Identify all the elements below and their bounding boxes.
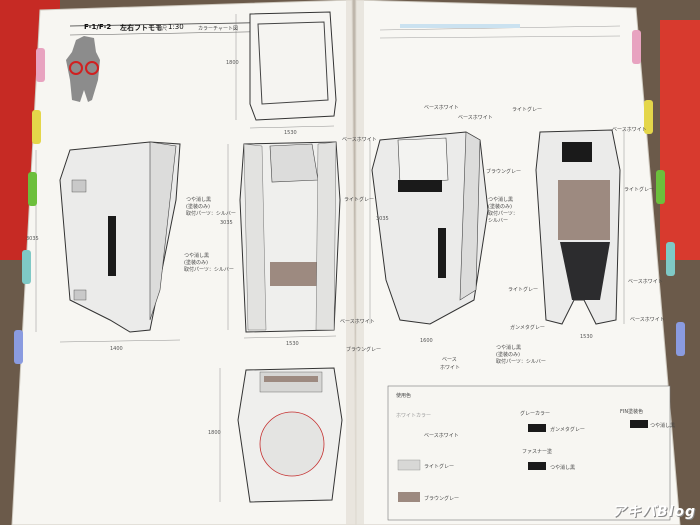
tab-blue[interactable] (14, 330, 23, 364)
tab-green[interactable] (28, 172, 37, 206)
dim-side-width: 1400 (110, 346, 123, 352)
diagram-right-side-view (369, 131, 489, 325)
callout-matte-a: つや消し黒 (186, 197, 212, 203)
dim-top-height: 1800 (226, 60, 239, 66)
callout-r-base-white-1: ベースホワイト (424, 105, 459, 111)
callout-r-base-white-7: ベースホワイト (630, 317, 665, 323)
diagram-front-view (227, 141, 341, 339)
legend-title: 使用色 (396, 393, 412, 399)
robot-silhouette-icon (66, 36, 100, 102)
page-title: 左右フトモモ (120, 24, 162, 32)
model-code: F-1/F-2 (84, 23, 112, 31)
callout-r-base-white-3: ベースホワイト (612, 127, 647, 133)
diagram-bottom-view (219, 367, 343, 503)
callout-r-base-white-2: ベースホワイト (458, 115, 493, 121)
dim-top-width: 1530 (284, 130, 297, 136)
dim-side-height: 3035 (26, 236, 39, 242)
legend-base-white: ベースホワイト (424, 433, 459, 439)
legend-fastener-header: ファスナー塗 (522, 449, 553, 455)
dim-front-width: 1530 (286, 341, 299, 347)
callout-r-matte-a3: 取付パーツ： (488, 211, 518, 217)
tab-right-pink[interactable] (632, 30, 641, 64)
legend-gray-header: グレーカラー (520, 411, 551, 417)
dim-front-height: 3035 (220, 220, 233, 226)
callout-base-white-b: ベースホワイト (340, 319, 375, 325)
tab-right-yellow[interactable] (644, 100, 653, 134)
callout-matte-a2: (塗装のみ) (186, 204, 210, 210)
callout-r-matte-a4: シルバー (488, 218, 509, 224)
callout-r-brown-gray: ブラウングレー (486, 169, 522, 175)
callout-r-light-gray-3: ライトグレー (508, 287, 539, 293)
callout-r-matte-a1: つや消し黒 (488, 197, 514, 203)
callout-r-light-gray-1: ライトグレー (512, 107, 543, 113)
callout-base-white: ベースホワイト (342, 137, 377, 143)
callout-r-light-gray-2: ライトグレー (624, 187, 655, 193)
tab-right-teal[interactable] (666, 242, 675, 276)
diagram-top-view (235, 11, 337, 129)
chart-note: カラーチャート図 (198, 26, 238, 32)
callout-matte-b2: (塗装のみ) (184, 260, 208, 266)
callout-r-base-white-4: ベース (442, 357, 457, 363)
callout-brown-gray: ブラウングレー (346, 347, 382, 353)
legend-fin-header: FIN塗装色 (620, 409, 644, 415)
dim-right-side-width: 1600 (420, 338, 433, 344)
callout-r-matte-b2: (塗装のみ) (496, 352, 520, 358)
dim-bottom-height: 1800 (208, 430, 221, 436)
callout-matte-a3: 取付パーツ：シルバー (186, 211, 236, 217)
watermark-logo: アキバBlog (611, 504, 696, 520)
tab-pink[interactable] (36, 48, 45, 82)
dim-right-front-width: 1530 (580, 334, 593, 340)
dim-right-side-height: 3035 (376, 216, 389, 222)
tab-yellow[interactable] (32, 110, 41, 144)
callout-r-base-white-6: ベースホワイト (628, 279, 663, 285)
legend-brown-gray: ブラウングレー (424, 496, 460, 502)
legend-gunmetal: ガンメタグレー (550, 427, 585, 433)
legend-matte-black: つや消し黒 (550, 465, 576, 471)
diagram-right-front-view (535, 129, 625, 325)
callout-matte-b: つや消し黒 (184, 253, 210, 259)
callout-r-base-white-5: ホワイト (440, 365, 461, 371)
diagram-left-side-view (35, 141, 181, 343)
callout-r-matte-b3: 取付パーツ：シルバー (496, 359, 546, 365)
legend-light-gray: ライトグレー (424, 464, 455, 470)
legend-white-header: ホワイトカラー (396, 413, 432, 419)
scale-label: 縮尺 (157, 26, 168, 32)
background-red-cover-right (660, 20, 700, 260)
callout-light-gray: ライトグレー (344, 197, 375, 203)
callout-r-matte-b1: つや消し黒 (496, 345, 522, 351)
tab-right-blue[interactable] (676, 322, 685, 356)
callout-matte-b3: 取付パーツ：シルバー (184, 267, 234, 273)
scale-value: 1:30 (168, 23, 184, 31)
legend-matte-black-fin: つや消し黒 (650, 423, 676, 429)
tab-teal[interactable] (22, 250, 31, 284)
callout-r-matte-a2: (塗装のみ) (488, 204, 512, 210)
callout-r-gunmetal: ガンメタグレー (510, 325, 545, 331)
tab-right-green[interactable] (656, 170, 665, 204)
